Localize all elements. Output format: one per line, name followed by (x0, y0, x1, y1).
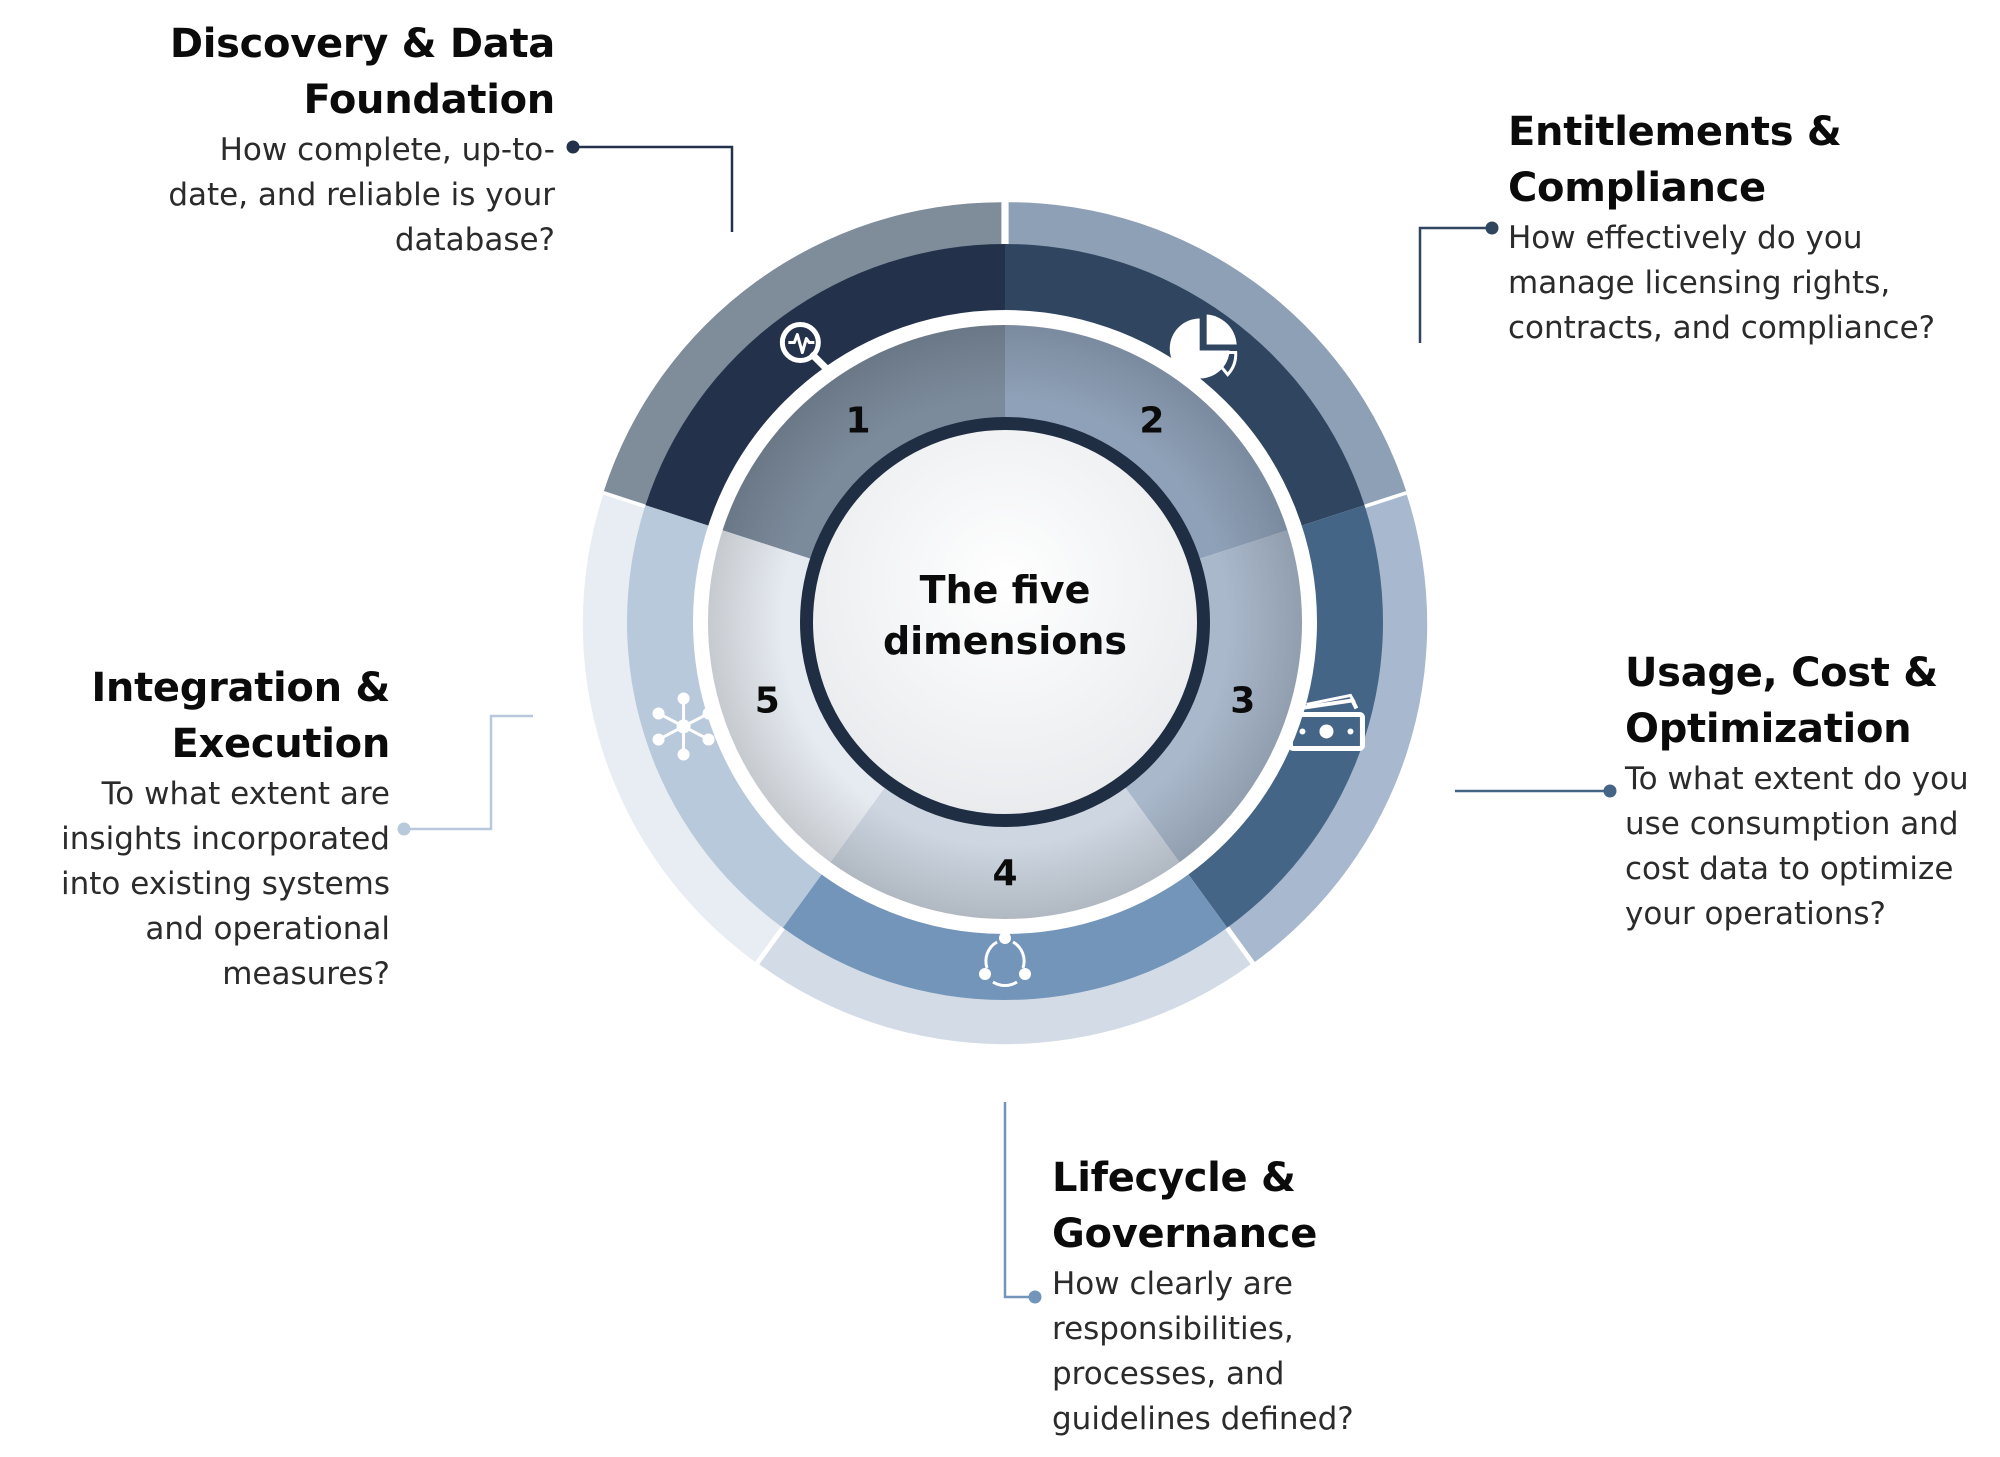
dimension-1-description: How complete, up-to-date, and reliable i… (168, 132, 555, 258)
connector-1-line (573, 145, 734, 232)
connector-5-dot (397, 822, 411, 836)
dimension-5-title: Integration & Execution (91, 665, 390, 767)
dimension-5-description: To what extent are insights incorporated… (60, 776, 390, 992)
dimension-2-title: Entitlements & Compliance (1508, 109, 1842, 211)
banknotes-icon (1287, 693, 1365, 751)
center-circle (813, 430, 1197, 814)
network-hub-icon (652, 692, 715, 761)
dimension-3-label: Usage, Cost & Optimization To what exten… (1625, 645, 1995, 937)
center-title-line2: dimensions (883, 619, 1127, 663)
dimension-5-label: Integration & Execution To what extent a… (40, 660, 390, 997)
center-title-line1: The five (920, 568, 1091, 612)
dimension-1-label: Discovery & Data Foundation How complete… (140, 16, 555, 263)
dimension-3-description: To what extent do you use consumption an… (1625, 761, 1969, 932)
connector-4-line (1003, 1102, 1035, 1299)
dimension-4-description: How clearly are responsibilities, proces… (1052, 1266, 1354, 1437)
inner-ring-outline (693, 310, 1317, 934)
segment-2-number: 2 (1139, 401, 1164, 442)
cycle-nodes-icon (979, 932, 1031, 987)
connector-1-dot (566, 140, 580, 154)
dimension-1-title: Discovery & Data Foundation (169, 21, 555, 123)
segment-4-number: 4 (992, 853, 1017, 894)
segment-icons (652, 314, 1365, 987)
segment-5-number: 5 (755, 680, 780, 721)
pie-chart-icon (1169, 314, 1238, 379)
segment-3-number: 3 (1230, 680, 1255, 721)
dimension-2-label: Entitlements & Compliance How effectivel… (1508, 104, 1988, 351)
connector-3-dot (1603, 784, 1617, 798)
dimension-4-label: Lifecycle & Governance How clearly are r… (1052, 1150, 1382, 1442)
dimension-2-description: How effectively do you manage licensing … (1508, 220, 1936, 346)
segment-1-number: 1 (846, 401, 871, 442)
connector-2-line (1418, 226, 1492, 343)
connector-4-dot (1028, 1290, 1042, 1304)
search-pulse-icon (779, 322, 834, 377)
segment-numbers: 1 2 3 4 5 (755, 401, 1256, 894)
dimension-4-title: Lifecycle & Governance (1052, 1155, 1318, 1257)
connector-2-dot (1485, 221, 1499, 235)
connector-5-line (404, 714, 533, 831)
label-connectors (397, 140, 1617, 1304)
dimension-3-title: Usage, Cost & Optimization (1625, 650, 1938, 752)
